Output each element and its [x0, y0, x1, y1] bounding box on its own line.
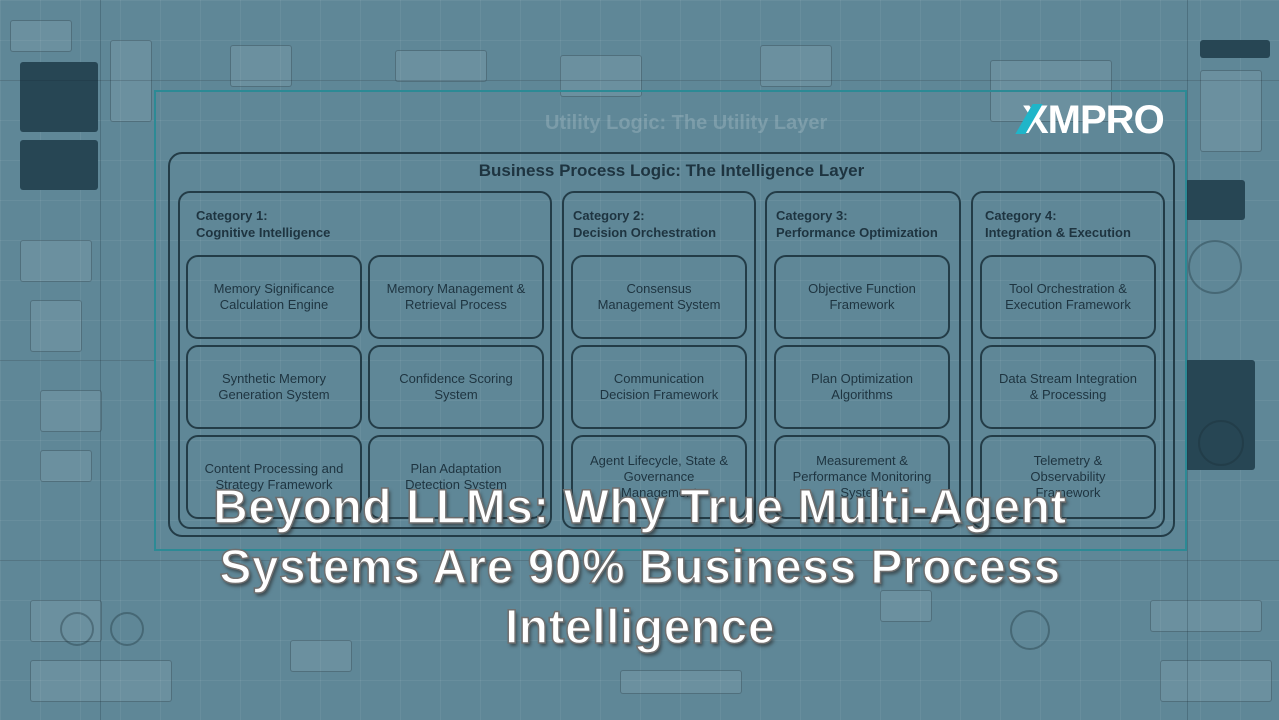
category-integration-execution: [971, 191, 1165, 529]
card-objective-function: Objective Function Framework: [774, 255, 950, 339]
card-memory-significance: Memory Significance Calculation Engine: [186, 255, 362, 339]
diagram-title: Business Process Logic: The Intelligence…: [478, 161, 865, 180]
category-title: Category 4: Integration & Execution: [985, 208, 1131, 240]
headline-line-3: Intelligence: [504, 600, 776, 655]
card-synthetic-memory: Synthetic Memory Generation System: [186, 345, 362, 429]
card-plan-optimization: Plan Optimization Algorithms: [774, 345, 950, 429]
headline-line-1: Beyond LLMs: Why True Multi-Agent: [212, 480, 1067, 535]
headline-line-2: Systems Are 90% Business Process: [219, 540, 1061, 595]
card-memory-management: Memory Management & Retrieval Process: [368, 255, 544, 339]
category-title: Category 1: Cognitive Intelligence: [196, 208, 331, 240]
card-consensus-management: Consensus Management System: [571, 255, 747, 339]
category-decision-orchestration: [562, 191, 756, 529]
logo-text: XMPRO: [1022, 97, 1165, 142]
category-performance-optimization: [765, 191, 961, 529]
card-telemetry: Telemetry & Observability Framework: [980, 435, 1156, 519]
category-title: Category 2: Decision Orchestration: [573, 208, 717, 240]
card-communication-decision: Communication Decision Framework: [571, 345, 747, 429]
card-agent-lifecycle: Agent Lifecycle, State & Governance Mana…: [571, 435, 747, 519]
category-cognitive-intelligence: [178, 191, 552, 529]
intelligence-layer-diagram: [168, 152, 1175, 537]
card-content-processing: Content Processing and Strategy Framewor…: [186, 435, 362, 519]
headline: Beyond LLMs: Why True Multi-Agent System…: [140, 478, 1140, 658]
card-confidence-scoring: Confidence Scoring System: [368, 345, 544, 429]
content-frame: [154, 90, 1187, 551]
card-tool-orchestration: Tool Orchestration & Execution Framework: [980, 255, 1156, 339]
card-plan-adaptation: Plan Adaptation Detection System: [368, 435, 544, 519]
category-title: Category 3: Performance Optimization: [776, 208, 938, 240]
card-data-stream: Data Stream Integration & Processing: [980, 345, 1156, 429]
xmpro-logo: XMPRO: [1022, 98, 1182, 142]
card-measurement-monitoring: Measurement & Performance Monitoring Sys…: [774, 435, 950, 519]
background-ghost-title: Utility Logic: The Utility Layer: [545, 112, 828, 134]
